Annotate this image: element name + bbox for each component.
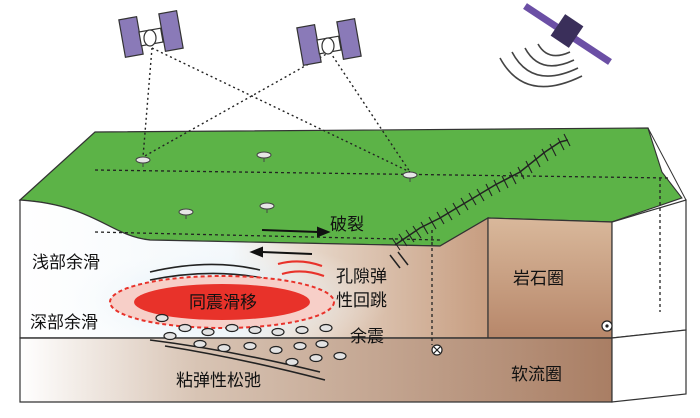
gps-station-icon [135,151,418,219]
into-page-symbol [431,344,443,356]
aftershock-markers [155,313,347,367]
coseismic-slip-core [134,284,310,320]
right-side-face [611,199,687,339]
surface-rupture-fault [389,133,571,269]
dashed-block-edges [94,169,671,345]
label-viscoelastic-relaxation: 粘弹性松弛 [176,371,261,391]
deep-afterslip-arcs [149,339,326,381]
gps-satellite-icon [118,10,184,58]
label-lithosphere: 岩石圈 [513,269,564,289]
out-of-page-symbol [601,320,613,332]
label-aftershocks: 余震 [350,327,384,347]
pore-elastic-red-arcs [277,260,325,278]
label-coseismic-slip: 同震滑移 [189,293,257,313]
label-pore-elastic-rebound-1: 孔隙弹 [336,267,387,287]
label-shallow-afterslip: 浅部余滑 [32,253,100,273]
gps-satellite-icon [296,18,362,66]
insar-satellite-icon [499,3,612,88]
rupture-arrows [249,226,331,258]
label-rupture: 破裂 [330,215,364,235]
label-pore-elastic-rebound-2: 性回跳 [336,291,387,311]
label-deep-afterslip: 深部余滑 [30,313,98,333]
gps-signal-lines [142,47,411,173]
label-asthenosphere: 软流圈 [511,365,562,385]
asthenosphere-side [611,329,687,403]
